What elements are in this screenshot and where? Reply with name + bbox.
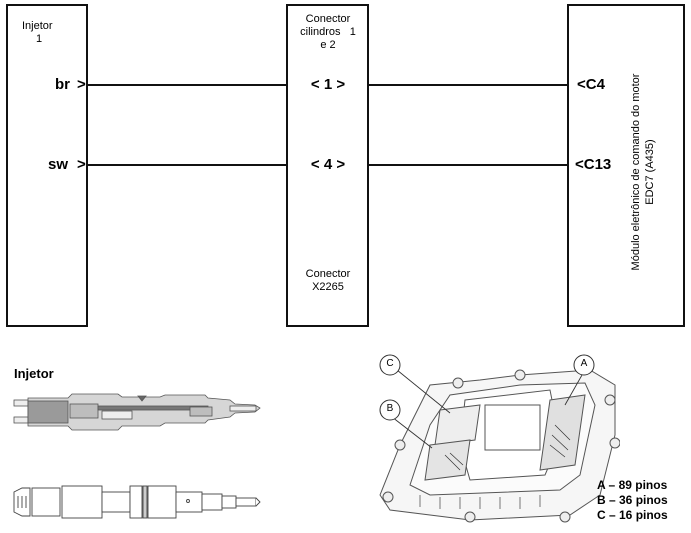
injector-pin-br: br xyxy=(55,76,70,93)
injector-cross-section xyxy=(13,393,261,431)
injector-pin-sw-arrow: > xyxy=(77,156,86,173)
callout-b-label: B xyxy=(386,403,394,414)
connector-name: Conector X2265 xyxy=(288,268,368,294)
legend-item-c: C – 16 pinos xyxy=(597,508,668,522)
connector-pin-1: < 1 > xyxy=(310,76,346,93)
connector-box-title-line2: cilindros 1 xyxy=(300,26,356,38)
ecu-pin-c4: <C4 xyxy=(577,76,605,93)
injector-pin-sw: sw xyxy=(48,156,69,173)
ecu-module-drawing xyxy=(379,354,620,523)
ecu-name-line1: Módulo eletrônico de comando do motor xyxy=(630,73,642,271)
wire-4-to-c13 xyxy=(369,164,567,166)
injector-box xyxy=(6,4,88,327)
connector-box-title-line1: Conector xyxy=(305,13,351,25)
callout-leader-lines xyxy=(391,369,583,449)
connector-c-body xyxy=(434,404,481,446)
pin-count-legend: A – 89 pinos B – 36 pinos C – 16 pinos xyxy=(597,478,668,523)
injector-pin-br-arrow: > xyxy=(77,76,86,93)
ecu-pin-c13: <C13 xyxy=(575,156,612,173)
ecu-mounting-bolts xyxy=(382,369,620,523)
ecu-name-line2: EDC7 (A435) xyxy=(644,139,656,205)
wire-1-to-c4 xyxy=(369,84,567,86)
wire-br-to-1 xyxy=(88,84,286,86)
injector-box-title-line1: Injetor xyxy=(22,20,53,32)
injector-cross-section-drawing xyxy=(13,393,261,431)
connector-box xyxy=(286,4,369,327)
ecu-name: Módulo eletrônico de comando do motor ED… xyxy=(629,52,659,292)
connector-pin-4: < 4 > xyxy=(310,156,346,173)
injector-box-title: Injetor 1 xyxy=(22,20,72,46)
injector-exterior-drawing xyxy=(13,485,261,519)
legend-item-b: B – 36 pinos xyxy=(597,493,668,507)
connector-box-title-line3: e 2 xyxy=(320,39,336,51)
callout-c xyxy=(379,354,401,376)
injector-box-title-line2: 1 xyxy=(36,33,43,45)
connector-name-line2: X2265 xyxy=(312,281,344,293)
connector-b-body xyxy=(424,439,471,481)
ecu-box xyxy=(567,4,685,327)
connector-box-title: Conector cilindros 1 e 2 xyxy=(288,13,368,52)
ecu-ribs xyxy=(419,495,541,509)
callout-c-label: C xyxy=(386,358,394,369)
callout-a-label: A xyxy=(580,358,588,369)
callout-a xyxy=(573,354,595,376)
injector-illustration-title: Injetor xyxy=(14,366,54,381)
wire-sw-to-4 xyxy=(88,164,286,166)
callout-b xyxy=(379,399,401,421)
connector-name-line1: Conector xyxy=(305,268,351,280)
legend-item-a: A – 89 pinos xyxy=(597,478,668,492)
injector-exterior xyxy=(13,485,261,519)
